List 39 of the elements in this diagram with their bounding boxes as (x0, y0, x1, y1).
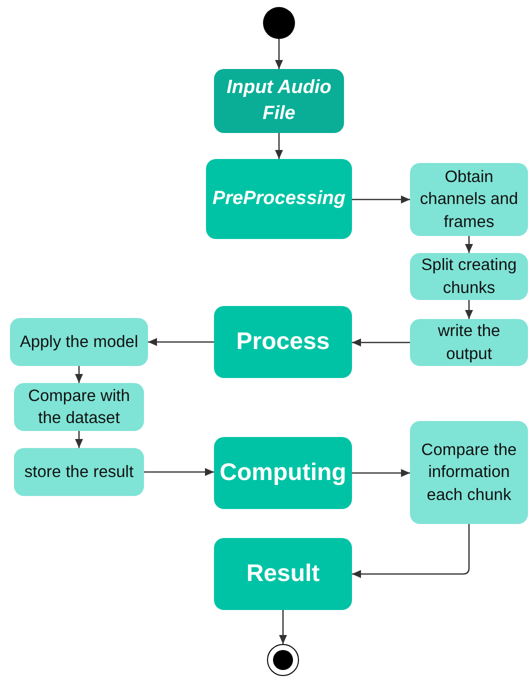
node-label: Input Audio File (226, 76, 332, 126)
node-label: Compare the information each chunk (420, 440, 518, 506)
arrow (352, 524, 470, 578)
node-label: Split creating chunks (420, 255, 518, 298)
node-label: write the output (436, 321, 502, 364)
step-box (10, 318, 148, 366)
process-box (214, 69, 344, 133)
process-box (214, 538, 352, 610)
arrow (148, 338, 214, 346)
arrow (465, 236, 473, 253)
step-box (410, 421, 528, 524)
arrow (275, 39, 283, 69)
arrow (352, 469, 410, 477)
arrow (352, 338, 410, 346)
step-box (14, 383, 144, 431)
node-label: Apply the model (18, 332, 140, 353)
node-label: Process (235, 326, 331, 357)
step-box (410, 319, 528, 366)
arrow (75, 366, 83, 383)
end-node (267, 644, 299, 676)
node-label: store the result (23, 462, 135, 483)
node-label: PreProcessing (211, 187, 347, 212)
step-box (410, 253, 528, 300)
arrow (144, 468, 214, 476)
process-box (214, 306, 352, 378)
arrow (352, 196, 410, 204)
step-box (410, 163, 528, 236)
arrow (465, 300, 473, 319)
arrow (75, 431, 83, 448)
node-label: Computing (218, 458, 348, 488)
arrow (279, 610, 287, 644)
node-label: Obtain channels and frames (418, 167, 520, 233)
start-node (263, 7, 295, 39)
node-label: Compare with the dataset (27, 386, 131, 429)
arrow (275, 133, 283, 159)
process-box (206, 159, 352, 239)
step-box (14, 448, 144, 496)
process-box (214, 437, 352, 509)
node-label: Result (245, 558, 321, 589)
